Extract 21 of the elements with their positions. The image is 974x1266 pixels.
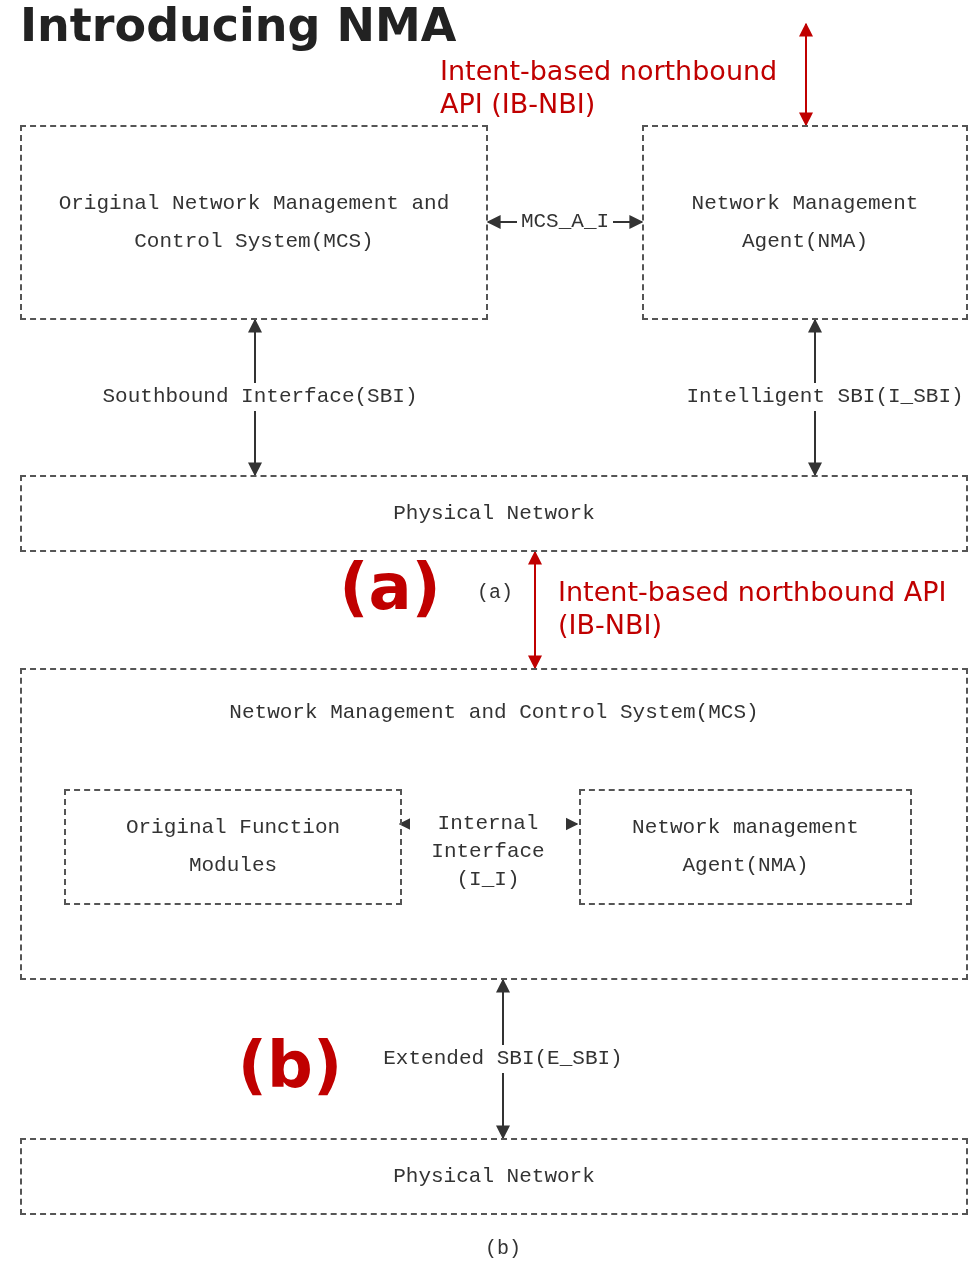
title: Introducing NMA (20, 0, 457, 50)
dashed-box (20, 668, 968, 980)
dashed-box (20, 1138, 968, 1215)
dashed-box (642, 125, 968, 320)
arrow (799, 22, 813, 127)
dashed-box (20, 125, 488, 320)
box-label: Original Function Modules (124, 815, 342, 879)
panel-letter: (a) (338, 552, 442, 622)
box-label: Network management Agent(NMA) (631, 815, 860, 879)
box-label: Original Network Management and Control System(MCS) (57, 190, 451, 255)
dashed-box (579, 789, 912, 905)
panel-letter: (b) (236, 1030, 344, 1100)
panel-caption: (b) (484, 1236, 522, 1262)
box-label: Physical Network (393, 1163, 595, 1190)
dashed-box (20, 475, 968, 552)
arrow (528, 550, 542, 670)
box-label: Physical Network (393, 500, 595, 527)
dashed-box (64, 789, 402, 905)
panel-caption: (a) (476, 580, 514, 606)
box-label: Network Management and Control System(MCS) (229, 700, 759, 726)
box-label: Network Management Agent(NMA) (690, 190, 920, 255)
